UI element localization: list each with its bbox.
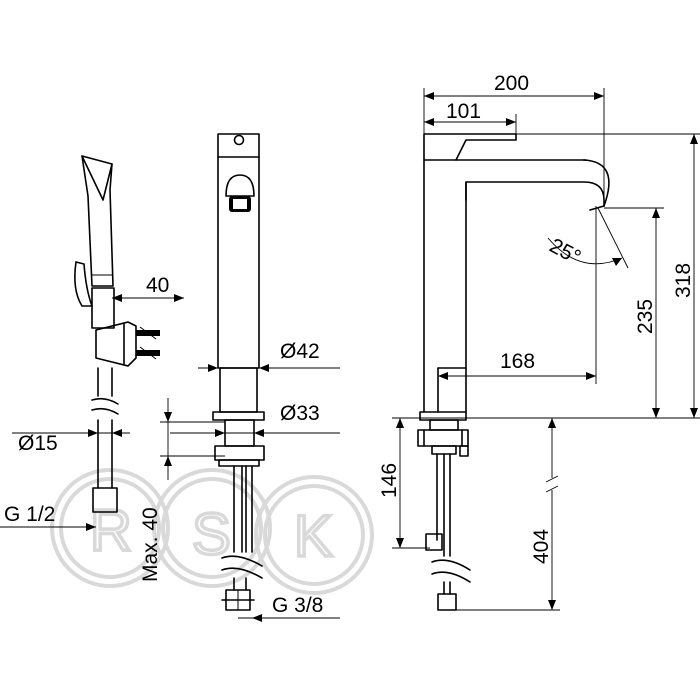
dim-hose-length: 404 bbox=[530, 529, 553, 564]
dim-spout-width: 200 bbox=[494, 72, 529, 95]
dim-spout-reach: 168 bbox=[500, 350, 535, 373]
dim-hose-diameter: Ø15 bbox=[18, 432, 58, 455]
dim-outlet-height: 235 bbox=[634, 299, 657, 334]
faucet-side-view bbox=[392, 88, 700, 611]
watermark-letter-k: K bbox=[294, 504, 333, 569]
dim-max-deck-thickness: Max. 40 bbox=[139, 507, 162, 582]
watermark-letter-r: R bbox=[90, 498, 132, 563]
hand-shower-view bbox=[0, 155, 184, 531]
dim-spout-angle: 25° bbox=[546, 234, 585, 269]
dim-body-diameter: Ø42 bbox=[280, 340, 320, 363]
dim-shank-length: 146 bbox=[378, 463, 401, 498]
dim-base-diameter: Ø33 bbox=[280, 402, 320, 425]
dim-total-height: 318 bbox=[672, 263, 695, 298]
dim-connection-thread: G 3/8 bbox=[272, 594, 323, 617]
dim-hose-connector-offset: 40 bbox=[146, 274, 169, 297]
faucet-front-view bbox=[160, 133, 340, 622]
dim-body-offset: 101 bbox=[446, 100, 481, 123]
dim-hose-thread: G 1/2 bbox=[4, 503, 55, 526]
